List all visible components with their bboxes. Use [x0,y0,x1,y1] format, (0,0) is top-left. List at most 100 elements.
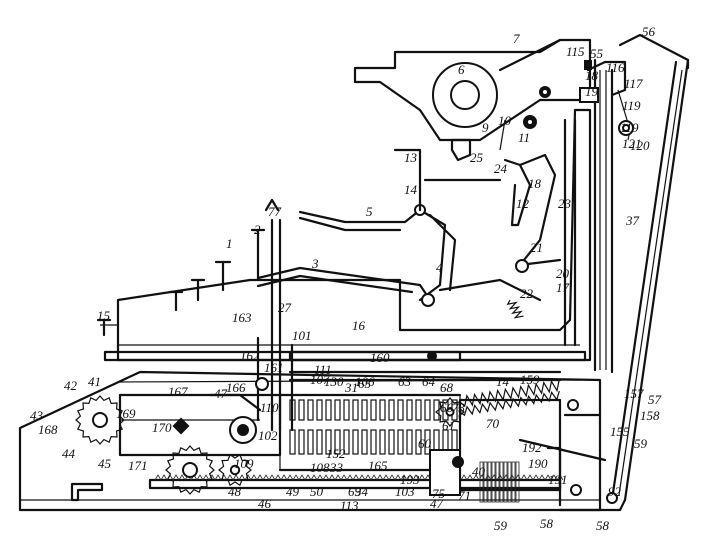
reference-label: 57 [648,392,662,407]
reference-label: 31 [344,380,358,395]
reference-label: 40 [472,464,486,479]
reference-label: 19 [585,84,599,99]
reference-label: 162 [240,348,260,363]
reference-label: 115 [566,44,585,59]
reference-label: 45 [98,456,112,471]
reference-label: 158 [640,408,660,423]
reference-label: 59 [634,436,648,451]
reference-label: 167 [168,384,188,399]
reference-label: 111 [314,362,332,377]
reference-label: 103 [395,484,415,499]
reference-label: 68 [440,380,454,395]
reference-label: 107 [310,372,330,387]
spring-motor [429,398,607,507]
reference-label: 47 [430,496,444,511]
springs [459,299,560,417]
reference-label: 3 [311,256,319,271]
reference-label: 165 [368,458,388,473]
reference-label: 171 [128,458,148,473]
reference-label: 121 [622,136,642,151]
reference-label: 21 [530,240,543,255]
reference-label: 6 [458,62,465,77]
reference-label: 73 [452,400,466,415]
reference-label: 46 [258,496,272,511]
left-mechanism [118,377,282,457]
reference-label: 59 [494,518,508,533]
reference-label: 157 [624,386,644,401]
reference-label: 193 [400,472,420,487]
reference-label: 63 [398,374,412,389]
reference-label: 9 [482,120,489,135]
reference-label: 117 [624,76,643,91]
reference-label: 155 [610,424,630,439]
reference-label: 69 [348,484,362,499]
reference-label: 47 [214,386,228,401]
reference-label: 20 [556,266,570,281]
reference-label: 119 [620,120,639,135]
reference-label: 13 [404,150,418,165]
reference-label: 12 [516,196,530,211]
reference-label: 11 [518,130,530,145]
horizontal-bars [288,350,562,382]
carriage-lever [558,33,690,512]
reference-label: 163 [232,310,252,325]
reference-label: 101 [292,328,312,343]
reference-label: 34 [354,484,369,499]
reference-label: 44 [62,446,76,461]
reference-label: 119 [622,98,641,113]
reference-label: 152 [326,446,346,461]
reference-label: 130 [324,374,344,389]
reference-label: 49 [286,484,300,499]
reference-label: 77 [268,204,282,219]
reference-label: 192 [522,440,542,455]
reference-label: 159 [520,372,540,387]
reference-label: 18 [585,68,599,83]
reference-label: 50 [310,484,324,499]
main-frame-plate [100,108,592,362]
reference-label: 110 [260,400,279,415]
reference-label: 58 [596,518,610,533]
reference-label: 15 [97,308,111,323]
reference-label: 168 [38,422,58,437]
reference-label: 120 [630,138,650,153]
reference-label: 25 [470,150,484,165]
reference-label: 33 [329,460,344,475]
reference-label: 14 [496,374,510,389]
reference-label: 190 [528,456,548,471]
reference-label: 75 [432,486,446,501]
reference-label: 60 [418,436,432,451]
reference-label: 66 [440,400,454,415]
reference-label: 18 [528,176,542,191]
reference-label: 2 [254,222,261,237]
reference-label: 58 [540,516,554,531]
reference-label: 166 [226,380,246,395]
reference-label: 170 [152,420,172,435]
reference-label: 27 [278,300,292,315]
reference-label: 10 [498,113,512,128]
reference-label: 1 [226,236,233,251]
toothed-rack [154,474,564,481]
reference-label: 102 [258,428,278,443]
reference-label: 109 [234,456,254,471]
reference-label: 70 [486,416,500,431]
reference-label: 48 [228,484,242,499]
carriage [353,38,592,142]
reference-label: 42 [64,378,78,393]
reference-label: 161 [264,360,284,375]
reference-label: 160 [370,350,390,365]
reference-label: 64 [422,374,436,389]
reference-label: 61 [442,418,455,433]
reference-label: 16 [352,318,366,333]
reference-label: 55 [590,46,604,61]
reference-label: 41 [88,374,101,389]
reference-label: 7 [513,31,520,46]
reference-label: 23 [558,196,572,211]
reference-label: 113 [340,498,359,513]
reference-label: 92 [608,484,622,499]
right-column [579,58,634,374]
reference-label: 5 [366,204,373,219]
reference-label: 108 [310,460,330,475]
